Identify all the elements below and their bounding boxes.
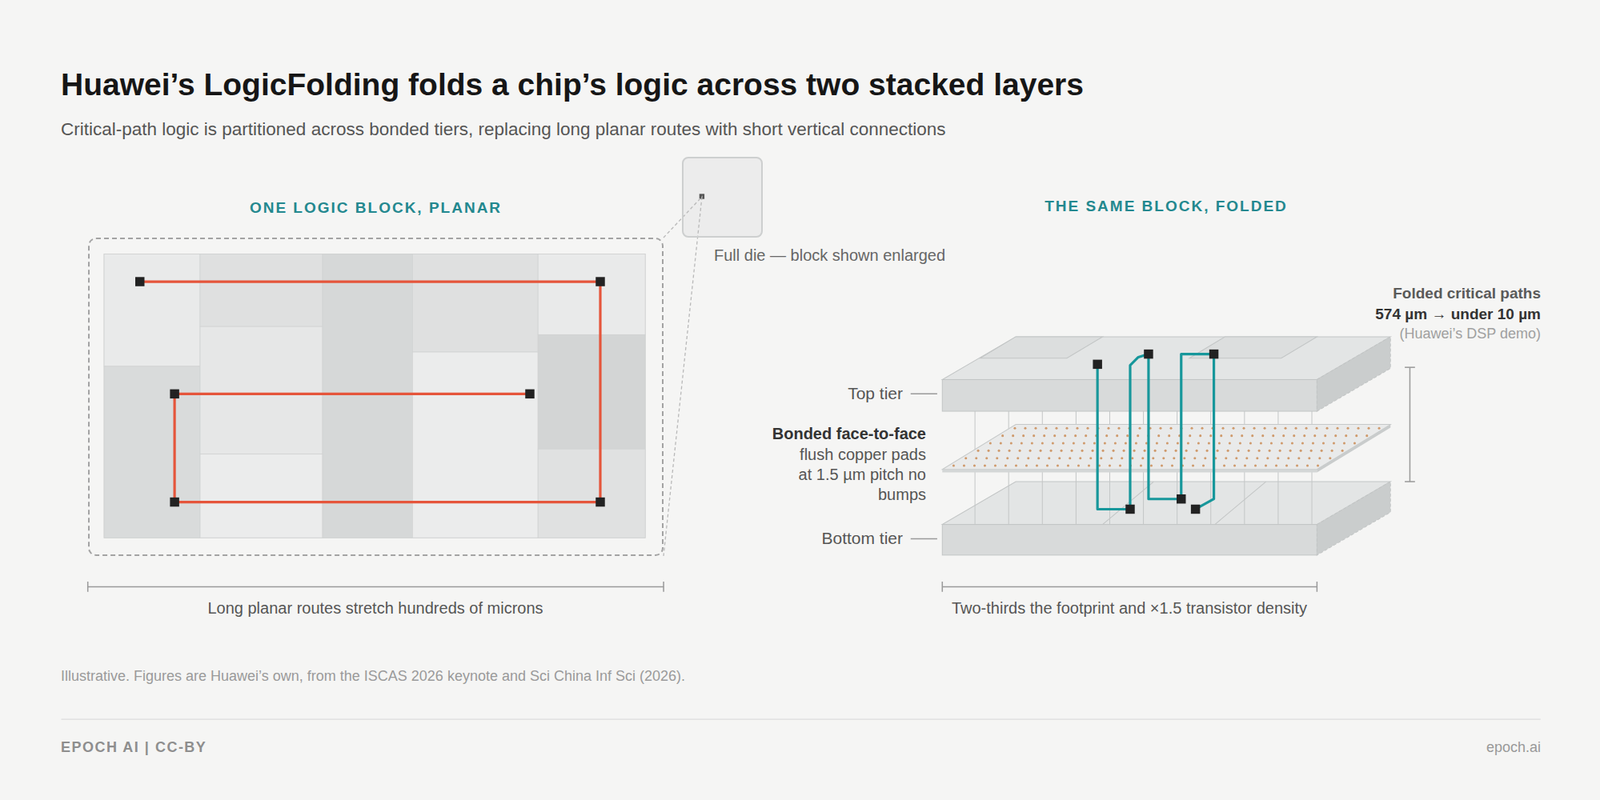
callout-value: 574 µm → under 10 µm — [1375, 305, 1541, 325]
footer-rule — [61, 719, 1541, 721]
full-die: Full die — block shown enlarged — [681, 156, 763, 238]
die-fill — [681, 156, 763, 237]
top-tier-slab — [942, 336, 1391, 412]
folded-route — [1097, 354, 1214, 510]
title: Huawei’s LogicFolding folds a chip’s log… — [60, 66, 1084, 105]
height-bracket — [1404, 367, 1416, 482]
dimension-line — [942, 581, 1317, 593]
footer-credit: EPOCH AI | CC-BY — [60, 739, 207, 758]
bottom-tier-slab — [942, 481, 1391, 556]
subtitle: Critical-path logic is partitioned acros… — [60, 118, 947, 141]
bond-heading: Bonded face-to-face — [772, 424, 927, 444]
planar-cells — [104, 254, 646, 539]
logic-block-planar: ONE LOGIC BLOCK, PLANAR — [88, 237, 664, 557]
bonding-plate — [942, 425, 1391, 474]
tier-label: Top tier — [847, 383, 903, 404]
callout-source: (Huawei’s DSP demo) — [1399, 325, 1541, 344]
tier-label: Bottom tier — [821, 528, 903, 549]
zoom-leader — [663, 196, 702, 557]
route-pins — [135, 276, 606, 507]
folded-pins — [1092, 349, 1219, 514]
node-label: Full die — block shown enlarged — [713, 245, 946, 265]
dimension-label: Two-thirds the footprint and ×1.5 transi… — [951, 598, 1308, 618]
footer-url: epoch.ai — [1486, 739, 1541, 758]
bond-note: flush copper pads at 1.5 µm pitch no bum… — [793, 445, 927, 506]
caption: Illustrative. Figures are Huawei’s own, … — [60, 668, 686, 686]
node-label: THE SAME BLOCK, FOLDED — [942, 197, 1391, 217]
dimension-line — [88, 581, 664, 593]
dimension-label: Long planar routes stretch hundreds of m… — [207, 598, 543, 618]
callout-heading: Folded critical paths — [1392, 284, 1541, 304]
logic-block-folded: THE SAME BLOCK, FOLDED — [942, 337, 1391, 556]
planar-route — [140, 281, 601, 503]
node-label: ONE LOGIC BLOCK, PLANAR — [89, 199, 662, 218]
